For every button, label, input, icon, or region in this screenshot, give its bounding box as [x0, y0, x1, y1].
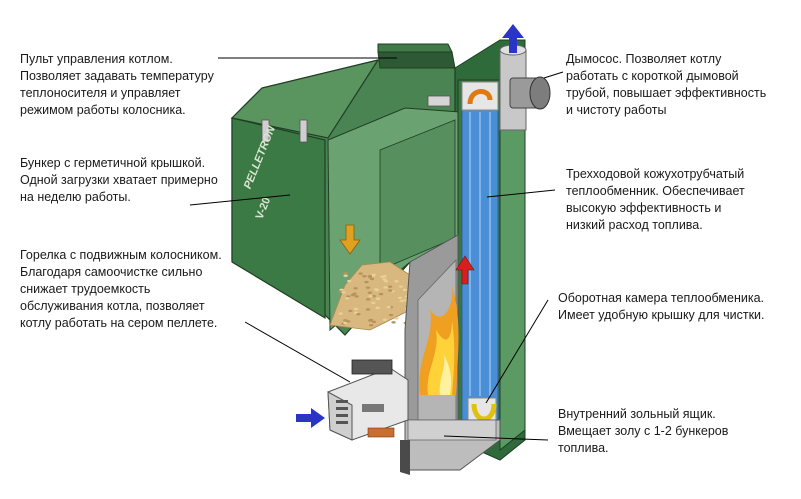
callout-text: Горелка с подвижным колосником. — [20, 248, 222, 262]
callout-text: на неделю работы. — [20, 190, 131, 204]
callout-text: Благодаря самоочистке сильно — [20, 265, 203, 279]
callout-text: Оборотная камера теплообменика. — [558, 291, 765, 305]
control-panel — [377, 51, 456, 69]
callout-text: Позволяет задавать температуру — [20, 69, 214, 83]
burner-connector — [362, 404, 384, 412]
callout-burner: Горелка с подвижным колосником. Благодар… — [20, 247, 222, 332]
callout-text: трубой, повышает эффективность — [566, 86, 767, 100]
callout-bunker: Бункер с герметичной крышкой. Одной загр… — [20, 155, 218, 206]
callout-heat-exchanger: Трехходовой кожухотрубчатый теплообменни… — [566, 166, 745, 234]
hopper-handle — [427, 95, 451, 107]
callout-ash-box: Внутренний зольный ящик. Вмещает золу с … — [558, 406, 728, 457]
water-pipe — [367, 427, 395, 438]
flame-icon — [419, 285, 459, 395]
callout-text: обслуживания котла, позволяет — [20, 299, 205, 313]
tube-lines — [469, 112, 491, 396]
callout-text: режимом работы колосника. — [20, 103, 186, 117]
callout-text: котлу работать на сером пеллете. — [20, 316, 218, 330]
callout-text: Одной загрузки хватает примерно — [20, 173, 218, 187]
pellet-texture — [338, 271, 410, 327]
burner-feed-pipe — [351, 359, 393, 375]
callout-text: низкий расход топлива. — [566, 218, 703, 232]
callout-line-bunker — [189, 194, 291, 206]
callout-line-heat-exchanger — [486, 189, 556, 198]
callout-smoke-exhauster: Дымосос. Позволяет котлу работать с коро… — [566, 51, 766, 119]
turn-arrow-icon — [467, 89, 493, 105]
callout-line-ash-box — [443, 435, 549, 441]
control-panel-top — [377, 43, 453, 53]
callout-text: Дымосос. Позволяет котлу — [566, 52, 722, 66]
burner-vents — [336, 400, 348, 424]
callout-text: высокую эффективность и — [566, 201, 722, 215]
callout-text: Бункер с герметичной крышкой. — [20, 156, 206, 170]
top-reversing-chamber — [461, 81, 499, 111]
bunker-front-face — [231, 117, 326, 320]
callout-text: снижает трудоемкость — [20, 282, 151, 296]
callout-text: Пульт управления котлом. — [20, 52, 173, 66]
callout-text: и чистоту работы — [566, 103, 667, 117]
callout-line-smoke-exhauster — [543, 71, 564, 79]
boiler-foot — [400, 440, 410, 475]
pellet-flow-arrow-icon — [339, 224, 361, 255]
callout-text: работать с короткой дымовой — [566, 69, 739, 83]
turn-arrow-icon — [471, 403, 497, 422]
lid-handle-left — [261, 119, 270, 143]
callout-text: Вмещает золу с 1-2 бункеров — [558, 424, 729, 438]
callout-text: топлива. — [558, 441, 609, 455]
callout-line-reversing-chamber — [485, 299, 549, 404]
air-intake-arrow-icon — [296, 408, 325, 428]
callout-reversing-chamber: Оборотная камера теплообменика. Имеет уд… — [558, 290, 765, 324]
hot-gas-arrow-icon — [455, 255, 475, 285]
callout-text: Имеет удобную крышку для чистки. — [558, 308, 765, 322]
callout-text: Трехходовой кожухотрубчатый — [566, 167, 745, 181]
callout-text: теплообменник. Обеспечивает — [566, 184, 745, 198]
callout-lines — [189, 57, 564, 441]
smoke-exhauster-motor — [529, 76, 551, 110]
ash-box — [407, 419, 497, 441]
callout-text: теплоносителя и управляет — [20, 86, 181, 100]
bunker-lid — [230, 59, 380, 139]
callout-control-panel: Пульт управления котлом. Позволяет задав… — [20, 51, 214, 119]
lid-handle-right — [299, 119, 308, 143]
flue-gas-arrow-icon — [502, 24, 524, 53]
callout-line-burner — [244, 321, 351, 383]
callout-text: Внутренний зольный ящик. — [558, 407, 716, 421]
